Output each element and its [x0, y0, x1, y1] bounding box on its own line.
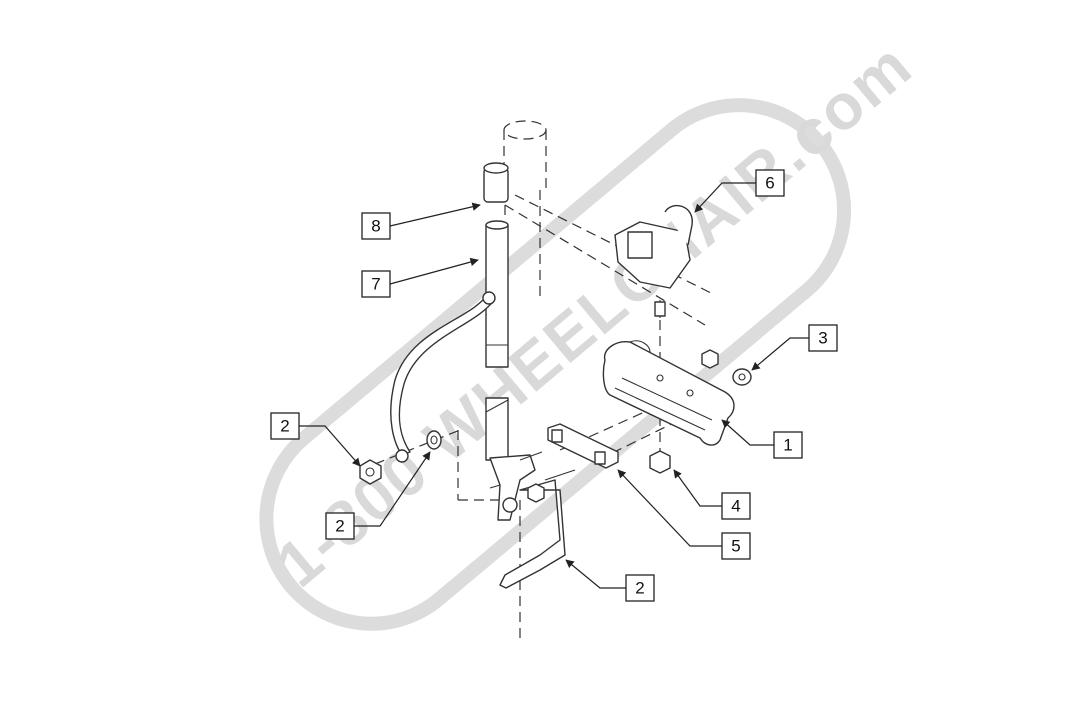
lower-tube	[485, 397, 509, 461]
release-cable	[390, 291, 496, 463]
callout-5: 5	[721, 532, 751, 560]
callout-3: 3	[808, 324, 838, 352]
part-8-cap	[483, 162, 509, 203]
svg-text:1: 1	[783, 436, 792, 455]
callout-6: 6	[755, 169, 785, 197]
watermark-text: 1-800 WHEELCHAIR.com	[263, 28, 926, 600]
part-1-footplate	[602, 340, 735, 446]
part-4-nut	[649, 450, 671, 474]
svg-text:2: 2	[280, 417, 289, 436]
part-2-washer-left	[426, 430, 442, 450]
callout-1: 1	[773, 431, 803, 459]
part-3-nut	[701, 349, 752, 386]
svg-text:5: 5	[731, 537, 740, 556]
callout-2-nut: 2	[270, 412, 300, 440]
svg-text:7: 7	[371, 275, 380, 294]
part-5-bracket	[547, 423, 619, 469]
leader-lines	[299, 182, 809, 589]
part-2-nut-left	[359, 459, 382, 485]
svg-text:2: 2	[635, 579, 644, 598]
svg-text:6: 6	[765, 174, 774, 193]
part-6-clamp	[614, 204, 693, 318]
callout-8: 8	[361, 212, 391, 240]
svg-text:8: 8	[371, 217, 380, 236]
part-2-lever	[489, 451, 576, 589]
callout-7: 7	[361, 270, 391, 298]
svg-text:4: 4	[731, 497, 740, 516]
svg-text:3: 3	[818, 329, 827, 348]
svg-text:2: 2	[335, 517, 344, 536]
callout-4: 4	[721, 492, 751, 520]
callout-2-lever: 2	[625, 574, 655, 602]
callout-2-washer: 2	[325, 512, 355, 540]
